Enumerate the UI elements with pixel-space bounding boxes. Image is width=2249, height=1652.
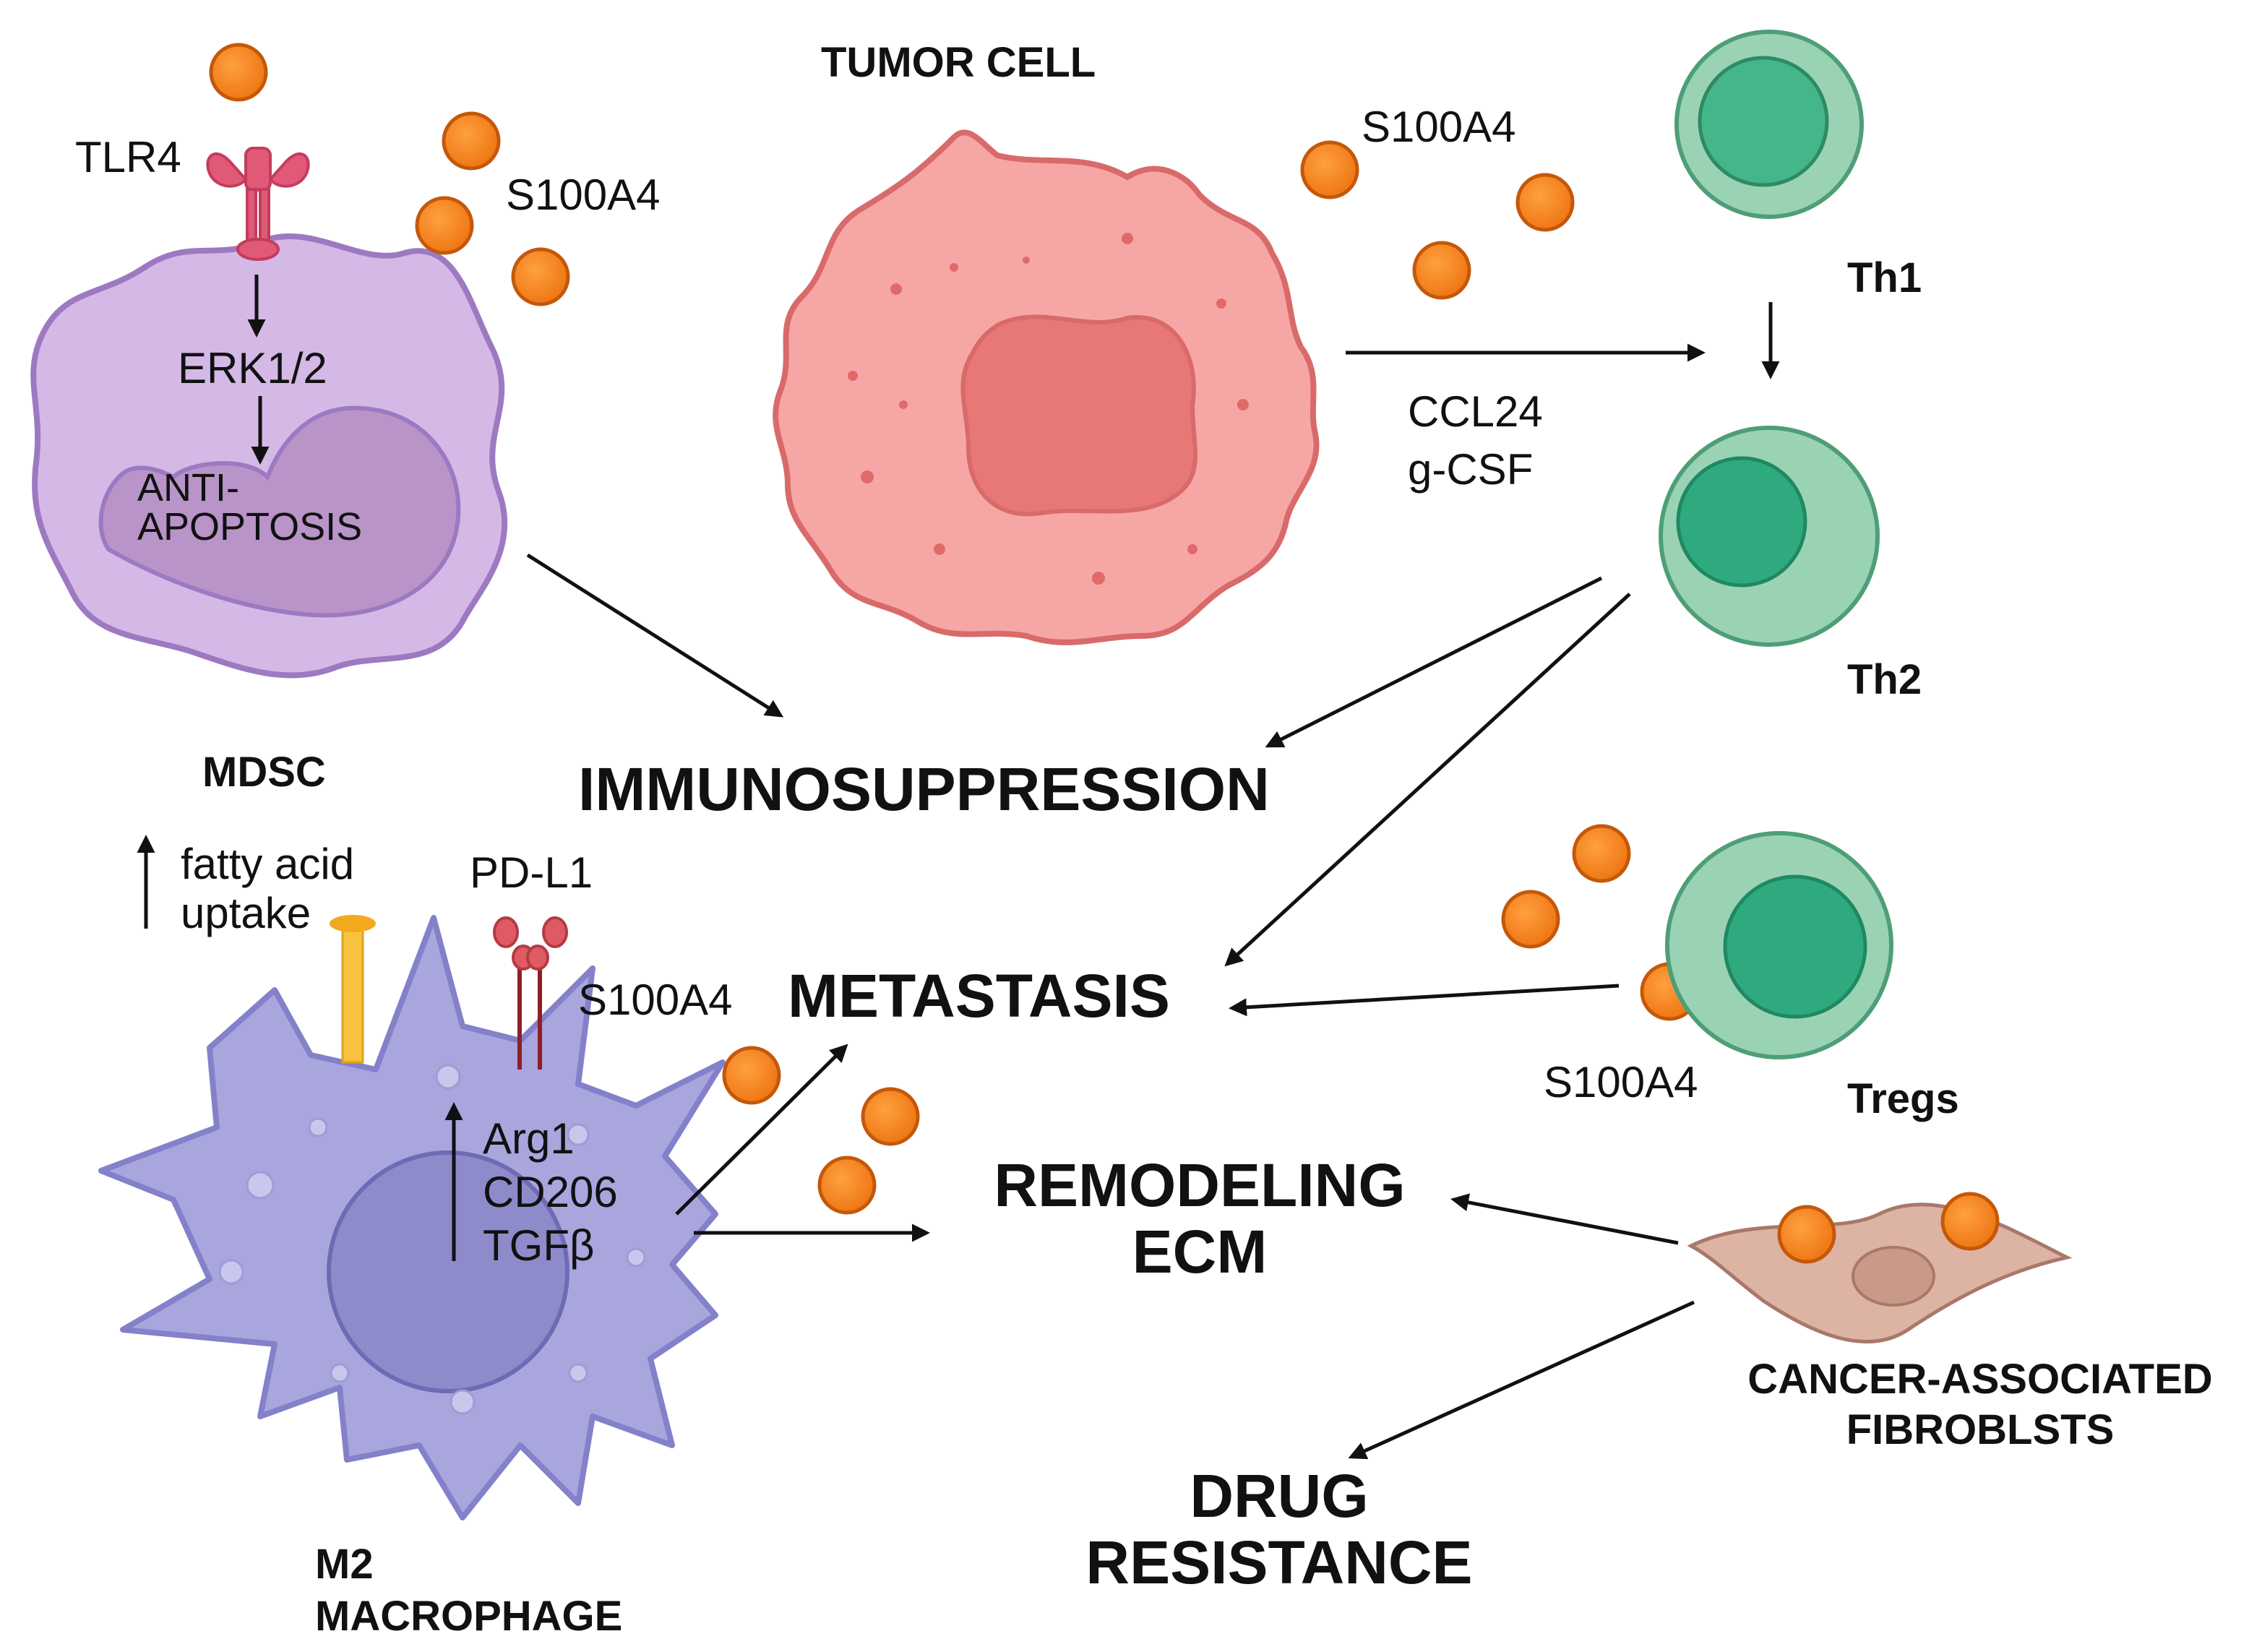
s100a4-sphere	[1572, 824, 1631, 883]
s100a4-sphere	[511, 247, 570, 306]
s100a4-sphere	[1501, 890, 1560, 949]
arg1-label: Arg1	[483, 1114, 575, 1163]
pd-l1-receptor	[493, 916, 568, 1070]
mdsc-nucleus	[98, 405, 461, 618]
cancer-associated-fibroblast	[1687, 1192, 2073, 1344]
s100a4-sphere	[722, 1046, 781, 1105]
caf-label-line2: FIBROBLSTS	[1846, 1406, 2115, 1453]
caf-label-line1: CANCER-ASSOCIATED	[1747, 1356, 2213, 1403]
s100a4-sphere	[1515, 173, 1575, 232]
caf-to-drug-resistance-arrow	[1348, 1300, 1695, 1460]
s100a4-sphere	[209, 43, 268, 102]
immunosuppression-label: IMMUNOSUPPRESSION	[578, 755, 1270, 823]
fatty-acid-label-line2: uptake	[181, 889, 311, 937]
anti-apoptosis-label-line1: ANTI-	[137, 466, 239, 509]
macrophage-nucleus	[327, 1150, 569, 1393]
mdsc-title: MDSC	[202, 749, 326, 796]
th1-cell	[1674, 30, 1864, 219]
m2-label-line2: MACROPHAGE	[315, 1593, 623, 1640]
erk-label: ERK1/2	[178, 344, 327, 392]
tgfb-label: TGFβ	[483, 1221, 595, 1270]
drug-resistance-label-line1: DRUG	[1190, 1462, 1369, 1530]
th2-label: Th2	[1847, 656, 1922, 703]
mdsc-to-immunosuppression-arrow	[526, 553, 784, 718]
tumor-granules	[848, 233, 1249, 585]
tregs-s100a4-label: S100A4	[1544, 1058, 1698, 1106]
tregs-to-metastasis-arrow	[1229, 984, 1620, 1017]
drug-resistance-label-line2: RESISTANCE	[1085, 1528, 1473, 1596]
caf-to-ecm-arrow	[1450, 1193, 1679, 1245]
macrophage-s100a4-label: S100A4	[578, 976, 733, 1024]
th2-to-immunosuppression-arrow	[1265, 576, 1603, 748]
s100a4-sphere	[442, 111, 501, 171]
macrophage-vesicles	[218, 1064, 646, 1415]
metastasis-label: METASTASIS	[788, 962, 1170, 1030]
s100a4-sphere	[817, 1156, 877, 1215]
remodeling-ecm-label-line1: REMODELING	[994, 1151, 1406, 1219]
s100a4-sphere	[861, 1087, 920, 1146]
th1-label: Th1	[1847, 254, 1922, 301]
s100a4-sphere	[415, 196, 474, 255]
remodeling-ecm-label-line2: ECM	[1132, 1218, 1268, 1286]
anti-apoptosis-label-line2: APOPTOSIS	[137, 505, 363, 548]
th2-cell	[1659, 426, 1880, 647]
s100a4-sphere	[1300, 140, 1359, 199]
flow-arrows	[526, 302, 1780, 1460]
tumor-cell-title: TUMOR CELL	[821, 39, 1096, 86]
tumor-nucleus	[960, 314, 1197, 517]
th2-to-metastasis-arrow	[1224, 593, 1631, 967]
m2-label-line1: M2	[315, 1541, 374, 1588]
s100a4-sphere	[1940, 1192, 2000, 1251]
mdsc-cell	[30, 147, 508, 679]
s100a4-sphere	[1777, 1205, 1836, 1264]
tumor-s100a4-label: S100A4	[1362, 103, 1516, 151]
pd-l1-label: PD-L1	[470, 848, 593, 897]
tlr4-receptor	[206, 147, 310, 261]
s100a4-proteins	[209, 43, 1699, 1215]
tumor-cell	[773, 129, 1320, 645]
ccl24-label: CCL24	[1408, 387, 1543, 436]
gcsf-label: g-CSF	[1408, 445, 1534, 494]
tlr4-label: TLR4	[75, 133, 181, 181]
fatty-acid-label-line1: fatty acid	[181, 840, 355, 888]
mdsc-s100a4-label: S100A4	[506, 171, 661, 219]
macrophage-to-metastasis-arrow	[675, 1044, 848, 1216]
cd206-label: CD206	[483, 1168, 618, 1216]
s100a4-sphere	[1412, 241, 1471, 300]
tregs-cell	[1665, 831, 1893, 1059]
m2-macrophage	[98, 915, 726, 1520]
fatty-acid-transporter	[330, 915, 376, 1064]
tregs-label: Tregs	[1847, 1075, 1959, 1122]
